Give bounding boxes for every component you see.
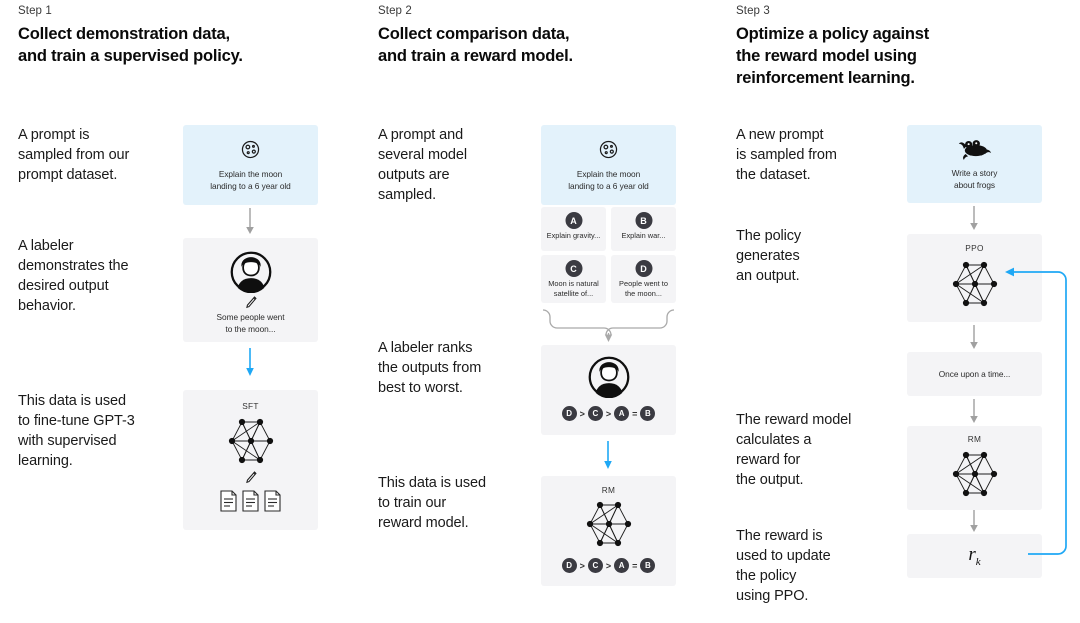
labeler-caption-step1: Some people went to the moon... — [216, 312, 285, 334]
reward-value-box: rk — [907, 534, 1042, 578]
output-option-a: A Explain gravity... — [541, 207, 606, 251]
ranking-row-labeler: D > C > A = B — [541, 406, 676, 421]
option-badge-d: D — [635, 260, 652, 277]
step-label-1: Step 1 — [18, 5, 52, 17]
ppo-tag: PPO — [965, 243, 984, 253]
policy-output-caption: Once upon a time... — [938, 369, 1011, 379]
column-step-3: Step 3 Optimize a policy against the rew… — [718, 0, 1080, 623]
policy-output-box: Once upon a time... — [907, 352, 1042, 396]
documents-icon — [183, 488, 318, 516]
neural-net-icon — [541, 497, 676, 551]
reward-symbol-subscript: k — [975, 555, 981, 568]
option-badge-b: B — [635, 212, 652, 229]
step-label-3: Step 3 — [736, 5, 770, 17]
rm-rank-op-2: > — [605, 560, 612, 571]
arrow-down-3b — [967, 325, 981, 356]
option-text-b: Explain war... — [621, 231, 666, 240]
frog-icon — [907, 135, 1042, 161]
rank-op-2: > — [605, 408, 612, 419]
labeler-box-step1: Some people went to the moon... — [183, 238, 318, 342]
paragraph-3-2: The policy generates an output. — [736, 228, 802, 284]
pencil-icon — [183, 469, 318, 485]
option-badge-a: A — [565, 212, 582, 229]
rm-tag-step2: RM — [601, 485, 616, 495]
prompt-box-step3: Write a story about frogs — [907, 125, 1042, 203]
step-title-3: Optimize a policy against the reward mod… — [736, 25, 930, 87]
arrow-down-blue-2 — [601, 441, 615, 476]
output-option-c: C Moon is natural satellite of... — [541, 255, 606, 303]
paragraph-2-1: A prompt and several model outputs are s… — [378, 127, 467, 203]
arrow-down-1a — [243, 208, 257, 241]
rm-rank-badge-2: C — [587, 558, 603, 573]
reward-symbol: rk — [907, 544, 1042, 568]
rm-rank-badge-3: A — [614, 558, 630, 573]
option-text-d: People went to the moon... — [619, 279, 668, 299]
neural-net-icon — [183, 414, 318, 468]
prompt-caption-step1: Explain the moon landing to a 6 year old — [210, 169, 291, 191]
rank-badge-3: A — [614, 406, 630, 421]
paragraph-1-3: This data is used to fine-tune GPT-3 wit… — [18, 393, 135, 469]
moon-icon — [183, 137, 318, 161]
reward-model-box-step3: RM — [907, 426, 1042, 510]
neural-net-icon — [907, 257, 1042, 311]
rank-badge-4: B — [640, 406, 656, 421]
column-step-1: Step 1 Collect demonstration data, and t… — [0, 0, 360, 623]
prompt-box-step2: Explain the moon landing to a 6 year old — [541, 125, 676, 205]
ranking-box-step2: D > C > A = B — [541, 345, 676, 435]
paragraph-1-1: A prompt is sampled from our prompt data… — [18, 127, 130, 183]
rm-rank-badge-1: D — [561, 558, 577, 573]
prompt-box-step1: Explain the moon landing to a 6 year old — [183, 125, 318, 205]
arrow-down-blue-1b — [243, 348, 257, 383]
paragraph-3-1: A new prompt is sampled from the dataset… — [736, 127, 837, 183]
labeler-avatar-icon — [183, 250, 318, 294]
option-text-a: Explain gravity... — [546, 231, 601, 240]
labeler-avatar-icon — [541, 355, 676, 399]
paragraph-2-2: A labeler ranks the outputs from best to… — [378, 340, 482, 396]
arrow-down-3a — [967, 206, 981, 237]
ranking-row-rm: D > C > A = B — [541, 558, 676, 573]
prompt-caption-step3: Write a story about frogs — [951, 168, 998, 190]
ppo-box: PPO — [907, 234, 1042, 322]
paragraph-3-3: The reward model calculates a reward for… — [736, 412, 852, 488]
step-title-1: Collect demonstration data, and train a … — [18, 25, 243, 65]
option-text-c: Moon is natural satellite of... — [548, 279, 599, 299]
paragraph-3-4: The reward is used to update the policy … — [736, 528, 831, 604]
step-title-2: Collect comparison data, and train a rew… — [378, 25, 573, 65]
column-step-2: Step 2 Collect comparison data, and trai… — [360, 0, 718, 623]
neural-net-icon — [907, 447, 1042, 501]
rank-badge-1: D — [561, 406, 577, 421]
output-option-d: D People went to the moon... — [611, 255, 676, 303]
rm-tag-step3: RM — [967, 434, 982, 444]
rank-op-3: = — [632, 408, 638, 419]
paragraph-2-3: This data is used to train our reward mo… — [378, 475, 486, 531]
option-badge-c: C — [565, 260, 582, 277]
prompt-caption-step2: Explain the moon landing to a 6 year old — [568, 169, 649, 191]
moon-icon — [541, 137, 676, 161]
arrow-down-3c — [967, 399, 981, 430]
arrow-down-3d — [967, 510, 981, 539]
rm-rank-op-1: > — [579, 560, 585, 571]
reward-symbol-letter: r — [968, 544, 976, 565]
output-option-b: B Explain war... — [611, 207, 676, 251]
reward-model-box-step2: RM — [541, 476, 676, 586]
feedback-loop-arrow — [1000, 262, 1080, 569]
rm-rank-op-3: = — [632, 560, 638, 571]
rank-badge-2: C — [587, 406, 603, 421]
rm-rank-badge-4: B — [640, 558, 656, 573]
pencil-icon — [183, 294, 318, 310]
sft-box-step1: SFT — [183, 390, 318, 530]
rank-op-1: > — [579, 408, 585, 419]
merge-brace-arrow — [541, 305, 676, 348]
sft-tag: SFT — [242, 401, 259, 411]
paragraph-1-2: A labeler demonstrates the desired outpu… — [18, 238, 129, 314]
step-label-2: Step 2 — [378, 5, 412, 17]
